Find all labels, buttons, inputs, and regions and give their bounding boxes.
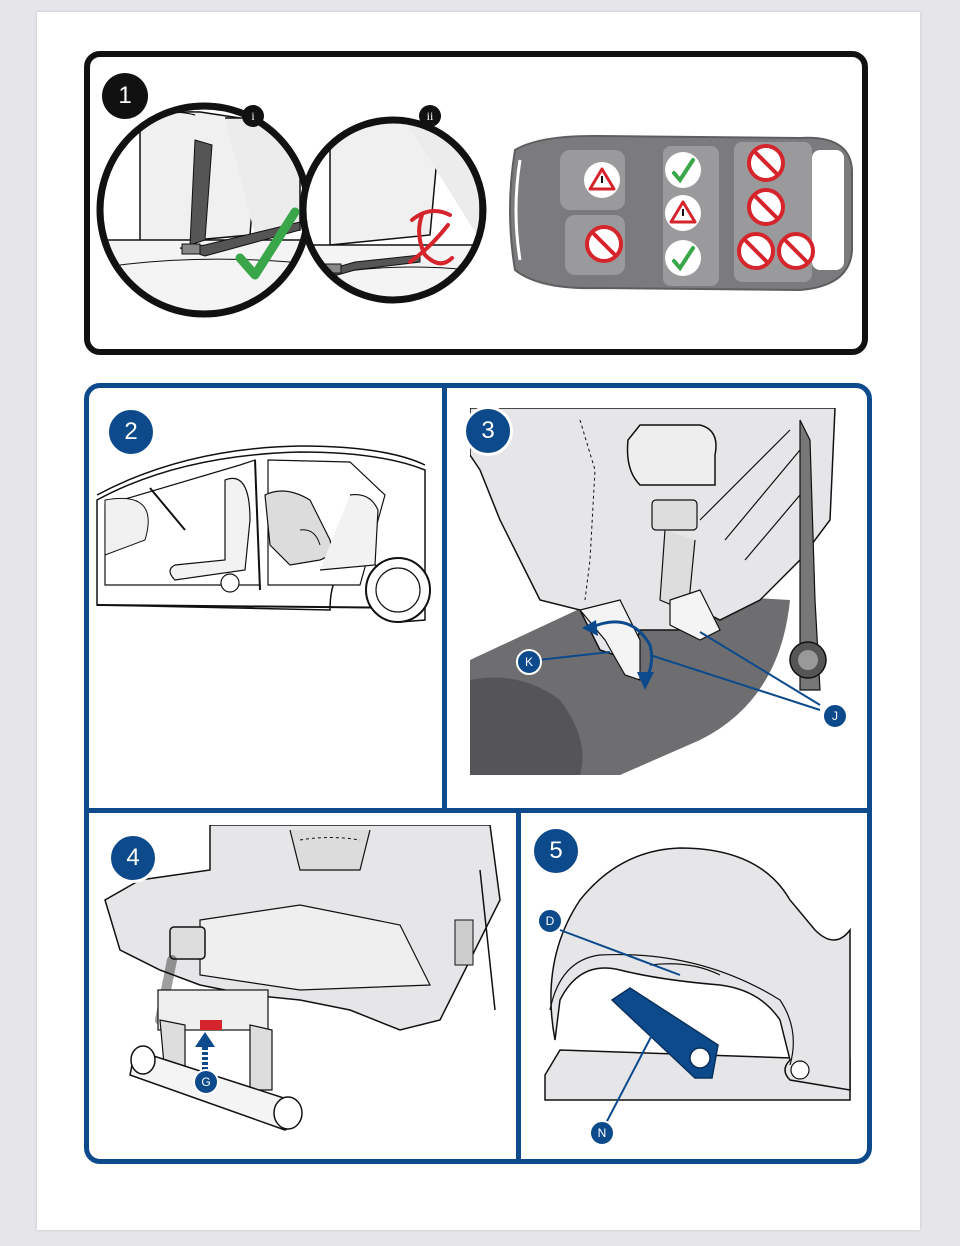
label-g: G [193,1069,219,1095]
step-4-badge: 4 [108,833,158,883]
warning-triangle-icon [584,162,620,198]
green-check-icon [665,240,701,276]
divider [442,388,447,813]
step-1-badge: 1 [102,73,148,119]
label-k: K [516,649,542,675]
sub-label-i: i [242,105,264,127]
seat-belt-correct-illustration [96,102,312,318]
no-entry-icon [747,188,785,226]
warning-triangle-icon [665,195,701,231]
car-top-view-diagram [509,134,853,292]
step-5-badge: 5 [531,826,581,876]
green-check-icon [235,207,300,280]
no-entry-icon [747,144,785,182]
divider [89,808,867,813]
divider [516,813,521,1159]
sub-label-ii: ii [419,105,441,127]
seat-belt-incorrect-illustration [299,116,487,304]
no-entry-icon [777,232,815,270]
steps-grid [84,383,872,1164]
step-1-illustration [96,102,853,318]
label-n: N [589,1120,615,1146]
step-3-badge: 3 [463,406,513,456]
green-check-icon [665,152,701,188]
no-entry-icon [737,232,775,270]
red-cross-icon [408,209,454,266]
step-2-badge: 2 [106,407,156,457]
no-entry-icon [585,225,623,263]
label-d: D [537,908,563,934]
label-j: J [822,703,848,729]
